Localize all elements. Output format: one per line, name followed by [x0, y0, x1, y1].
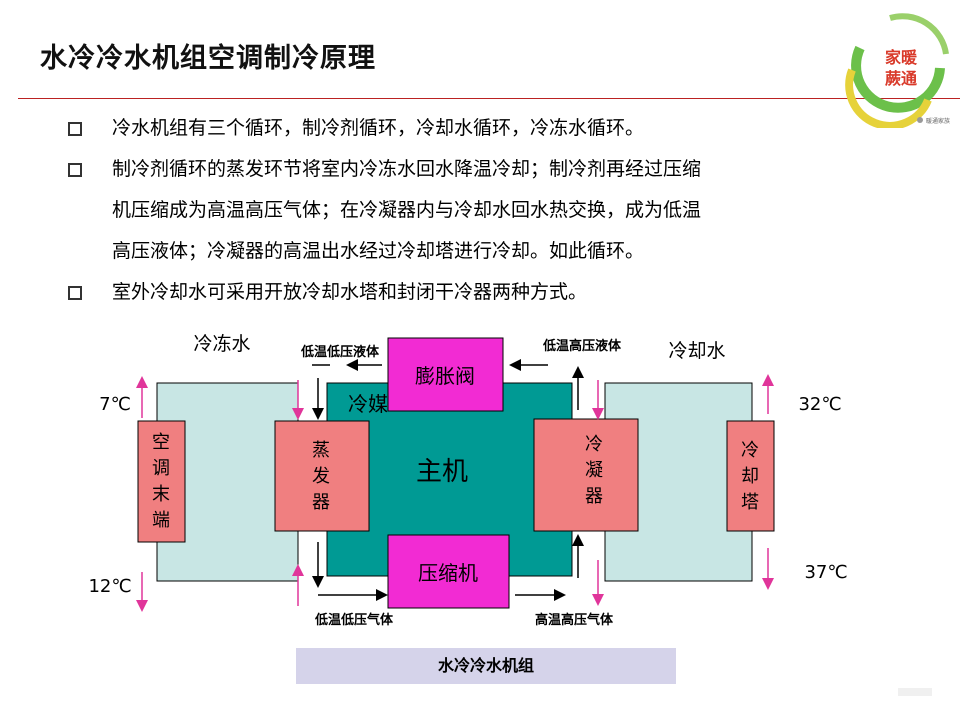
cooling-tower-label: 塔: [741, 492, 759, 513]
logo-text-line2: 蕨通: [885, 69, 917, 88]
condenser-label: 凝: [585, 460, 603, 481]
bullet-text-continuation: 高压液体；冷凝器的高温出水经过冷却塔进行冷却。如此循环。: [112, 240, 645, 262]
bullet-text: 制冷剂循环的蒸发环节将室内冷冻水回水降温冷却；制冷剂再经过压缩: [112, 158, 702, 180]
evaporator-box: [274, 420, 370, 532]
checkbox-bullet-icon: [68, 163, 82, 177]
main-unit-label: 主机: [416, 457, 468, 487]
temp-label-37c: 37℃: [804, 562, 847, 583]
wechat-icon: [917, 117, 923, 123]
temp-label-7c: 7℃: [99, 394, 131, 415]
cooling-tower-box: [726, 420, 775, 532]
bullet-item: 冷水机组有三个循环，制冷剂循环，冷却水循环，冷冻水循环。: [64, 108, 924, 149]
page-title: 水冷冷水机组空调制冷原理: [40, 43, 376, 74]
logo-text-line1: 家暖: [885, 48, 918, 67]
condenser-box: [533, 418, 639, 532]
chilled-water-label: 冷冻水: [193, 333, 250, 355]
watermark: [898, 688, 932, 696]
expansion-valve-box: [387, 337, 504, 412]
terminal-label: 端: [152, 510, 170, 531]
title-divider: [18, 98, 960, 99]
bullet-item: 制冷剂循环的蒸发环节将室内冷冻水回水降温冷却；制冷剂再经过压缩: [64, 149, 924, 190]
compressor-box: [387, 534, 510, 609]
logo-wechat-text: 暖通家族: [926, 117, 950, 125]
bullet-text-continuation: 机压缩成为高温高压气体；在冷凝器内与冷却水回水热交换，成为低温: [112, 199, 702, 221]
terminal-label: 空: [152, 432, 170, 453]
bullet-text: 冷水机组有三个循环，制冷剂循环，冷却水循环，冷冻水循环。: [112, 117, 645, 139]
cooling-tower-label: 冷: [741, 440, 759, 461]
bullet-text: 室外冷却水可采用开放冷却水塔和封闭干冷器两种方式。: [112, 281, 588, 303]
evaporator-label: 蒸: [312, 440, 330, 461]
flow-label-low-temp-high-press-liquid: 低温高压液体: [542, 338, 622, 354]
cooling-water-label: 冷却水: [668, 340, 725, 362]
condenser-label: 器: [585, 486, 603, 507]
diagram-caption: 水冷冷水机组: [296, 648, 676, 684]
ac-terminal-box: [137, 420, 186, 543]
terminal-label: 调: [152, 458, 170, 479]
expansion-valve-label: 膨胀阀: [415, 364, 475, 388]
temp-label-12c: 12℃: [88, 576, 131, 597]
flow-label-high-temp-high-press-gas: 高温高压气体: [535, 612, 614, 628]
terminal-label: 末: [152, 484, 170, 505]
cooling-tower-label: 却: [741, 466, 759, 487]
evaporator-label: 器: [312, 492, 330, 513]
bullet-item: 室外冷却水可采用开放冷却水塔和封闭干冷器两种方式。: [64, 272, 924, 313]
checkbox-bullet-icon: [68, 286, 82, 300]
brand-logo: 家暖 蕨通 暖通家族: [845, 13, 950, 128]
condenser-label: 冷: [585, 434, 603, 455]
flow-label-low-temp-low-press-liquid: 低温低压液体: [300, 344, 380, 360]
evaporator-label: 发: [312, 466, 330, 487]
compressor-label: 压缩机: [418, 561, 478, 585]
flow-label-low-temp-low-press-gas: 低温低压气体: [314, 612, 394, 628]
bullet-list: 冷水机组有三个循环，制冷剂循环，冷却水循环，冷冻水循环。 制冷剂循环的蒸发环节将…: [64, 108, 924, 313]
temp-label-32c: 32℃: [798, 394, 841, 415]
checkbox-bullet-icon: [68, 122, 82, 136]
refrigerant-label: 冷媒: [348, 392, 388, 416]
